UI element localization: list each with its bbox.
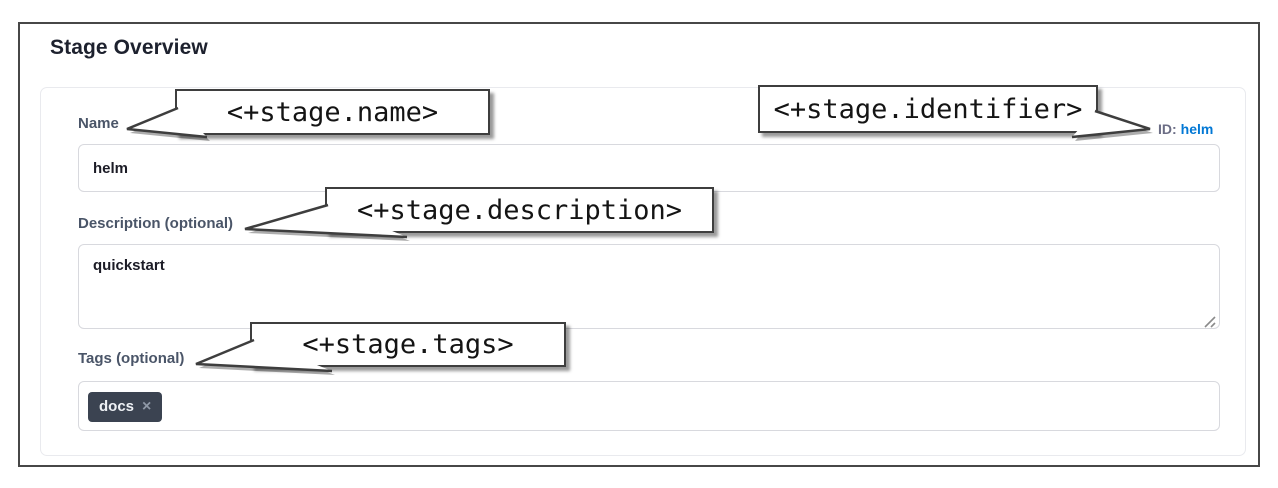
tag-remove-icon[interactable]: ×: [142, 398, 152, 415]
description-label: Description (optional): [78, 215, 233, 232]
id-label: ID:: [1158, 121, 1177, 137]
id-value-link[interactable]: helm: [1180, 121, 1214, 137]
tag-chip-label: docs: [99, 398, 135, 415]
textarea-resize-handle[interactable]: [1202, 314, 1218, 330]
callout-stage-identifier-text: <+stage.identifier>: [773, 93, 1083, 125]
description-textarea[interactable]: quickstart: [78, 244, 1220, 329]
callout-stage-name: <+stage.name>: [175, 89, 490, 135]
name-label: Name: [78, 115, 119, 132]
page-title: Stage Overview: [50, 36, 208, 59]
name-input[interactable]: [78, 144, 1220, 192]
tags-label: Tags (optional): [78, 350, 185, 367]
tags-input[interactable]: docs ×: [78, 381, 1220, 431]
tag-chip[interactable]: docs ×: [88, 392, 163, 422]
callout-stage-tags-text: <+stage.tags>: [302, 329, 514, 360]
callout-stage-description: <+stage.description>: [325, 187, 714, 233]
callout-stage-name-text: <+stage.name>: [226, 96, 439, 128]
callout-stage-identifier: <+stage.identifier>: [758, 85, 1098, 133]
callout-stage-description-text: <+stage.description>: [356, 194, 683, 226]
stage-id-row: ID:helm: [1158, 121, 1213, 137]
callout-stage-tags: <+stage.tags>: [250, 322, 566, 367]
